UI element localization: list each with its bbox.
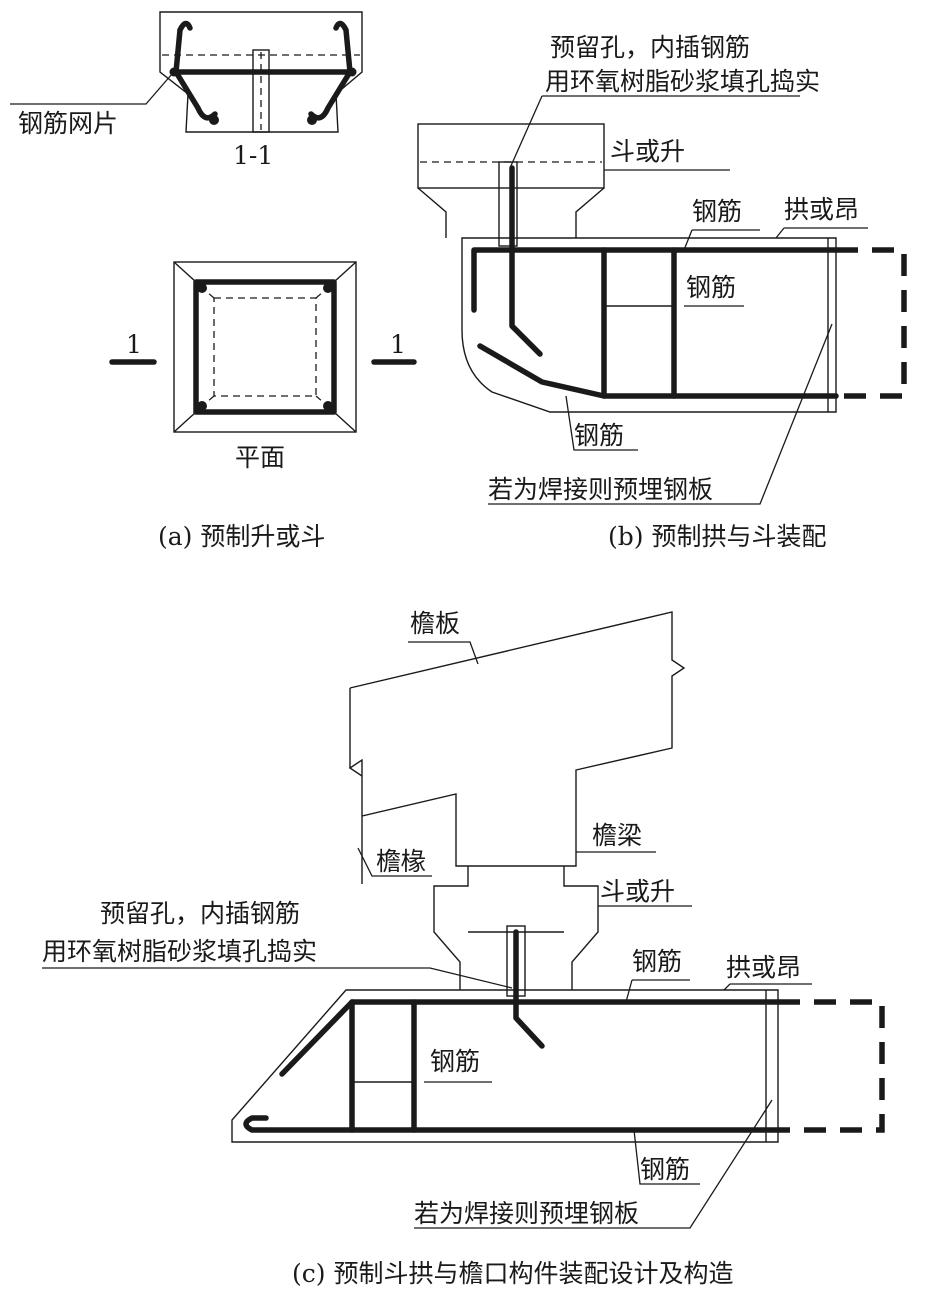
section-bar-dot-right [347,67,357,77]
b-rebar-top-leader [683,229,760,251]
b-hole-label-2: 用环氧树脂砂浆填孔捣实 [545,67,820,96]
c-hole-leader [42,967,513,989]
b-dou-taper [417,187,605,238]
mesh-label: 钢筋网片 [18,109,118,138]
c-rebar-bottom-label: 钢筋 [640,1155,690,1184]
section-outline [159,11,363,133]
b-dou-label: 斗或升 [610,137,685,166]
b-gong-outline [461,237,837,413]
c-rebar-bottom [243,1115,781,1133]
b-rebar-top [471,247,839,313]
panel-a-section: 钢筋网片 1-1 [10,11,363,170]
c-eave-beam-label: 檐梁 [592,821,642,850]
c-eave-board-leader [408,641,479,665]
caption-c: (c) 预制斗拱与檐口构件装配设计及构造 [292,1259,733,1288]
c-rebar-mid-label: 钢筋 [430,1047,480,1076]
b-rebar-bottom-leader [565,395,638,451]
b-weld-label: 若为焊接则预埋钢板 [488,475,713,504]
section-label: 1-1 [233,141,273,170]
section-bar-dot-bl [209,115,219,125]
plan-chamfer-br [333,411,357,433]
c-weld-leader [414,1099,773,1229]
caption-a: (a) 预制升或斗 [158,522,325,551]
c-gong-outline [231,989,779,1143]
section-bar-dot-br [307,115,317,125]
cut-label-right: 1 [390,330,406,359]
plan-chamfer-bl [173,411,197,433]
cut-label-left: 1 [126,330,142,359]
panel-a-plan: 1 1 平面 [109,261,417,472]
b-hole [498,161,518,247]
c-eave-outline [348,611,686,884]
plan-chamfer-tr [333,261,357,283]
caption-b: (b) 预制拱与斗装配 [608,522,826,551]
c-dou-label: 斗或升 [600,877,675,906]
b-hole-leader [509,95,800,169]
c-rebar-top-leader [625,979,690,1003]
c-hole-label-2: 用环氧树脂砂浆填孔捣实 [42,937,317,966]
section-hole [252,49,270,133]
b-rebar-mid-label: 钢筋 [686,273,736,302]
c-rebar-bottom-leader [633,1129,700,1185]
c-gong-leader [723,983,812,991]
c-dowel [513,929,545,1049]
c-dou-outline [433,866,599,990]
plan-corner-bar [323,283,333,293]
b-dowel [509,165,543,357]
c-continuation [778,999,885,1133]
b-hole-label-1: 预留孔，内插钢筋 [550,33,750,62]
mesh-leader [10,73,173,105]
b-gong-label: 拱或昂 [784,195,859,224]
plan-chamfer-tl [173,261,197,283]
c-eave-rafter-label: 檐椽 [376,847,426,876]
plan-rebar-ring [193,279,337,415]
c-rebar-slope [279,999,355,1077]
plan-corner-bar [197,401,207,411]
b-gong-leader [775,227,868,239]
plan-corner-bar [323,401,333,411]
c-gong-label: 拱或昂 [726,953,801,982]
panel-b: 预留孔，内插钢筋 用环氧树脂砂浆填孔捣实 斗或升 钢筋 拱或昂 钢筋 钢筋 若为… [417,33,907,505]
c-weld-label: 若为焊接则预埋钢板 [414,1199,639,1228]
b-continuation [836,247,907,399]
c-eave-rafter-leader [357,847,432,877]
b-weld-leader [488,323,833,505]
b-rebar-bottom-label: 钢筋 [574,421,624,450]
panel-c: 檐板 檐椽 檐梁 斗或升 预留孔，内插钢筋 用环氧树脂砂浆填孔捣实 钢筋 拱或昂… [42,609,885,1229]
b-rebar-top-label: 钢筋 [692,197,742,226]
plan-label: 平面 [235,443,285,472]
plan-hidden-square [213,297,317,397]
b-rebar-bottom [477,343,839,399]
c-hole-label-1: 预留孔，内插钢筋 [100,899,300,928]
c-rebar-top-label: 钢筋 [632,947,682,976]
c-eave-board-label: 檐板 [410,609,460,638]
plan-outer [173,261,357,433]
plan-corner-bar [197,283,207,293]
